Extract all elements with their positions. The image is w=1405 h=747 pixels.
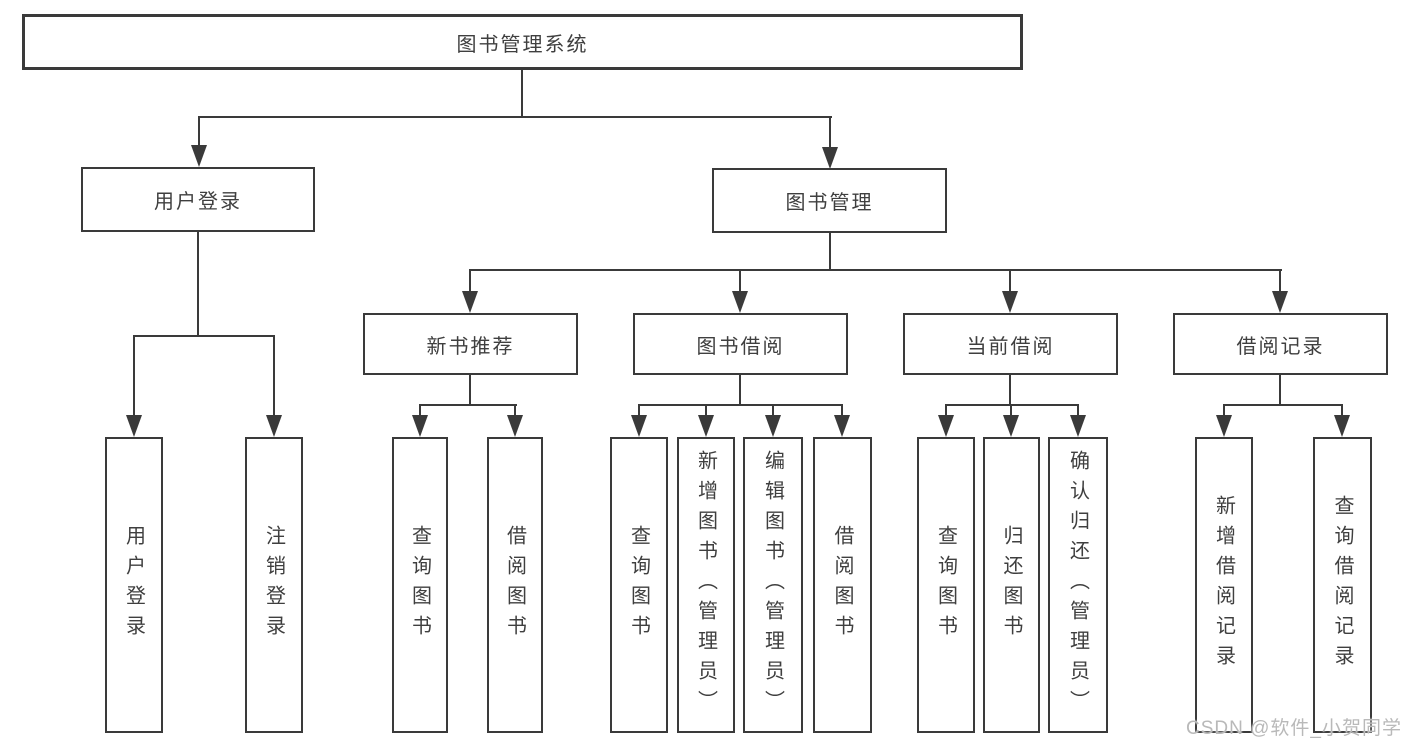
connector-line	[638, 405, 640, 417]
connector-line	[521, 68, 523, 117]
connector-line	[705, 405, 707, 417]
node-library-management-system: 图书管理系统	[22, 14, 1023, 70]
connector-line	[419, 404, 517, 406]
connector-line	[841, 405, 843, 417]
connector-line	[945, 405, 947, 417]
leaf-borrow-books: 借阅图书	[813, 437, 872, 733]
leaf-borrow-books: 借阅图书	[487, 437, 543, 733]
leaf-add-borrow-record: 新增借阅记录	[1195, 437, 1253, 733]
connector-line	[945, 404, 1079, 406]
arrow-down-icon	[765, 415, 781, 437]
leaf-add-books-admin: 新增图书（管理员）	[677, 437, 735, 733]
leaf-logout: 注销登录	[245, 437, 303, 733]
connector-line	[1010, 405, 1012, 417]
node-borrow-record: 借阅记录	[1173, 313, 1388, 375]
leaf-query-books: 查询图书	[392, 437, 448, 733]
connector-line	[469, 269, 1282, 271]
connector-line	[638, 404, 843, 406]
arrow-down-icon	[266, 415, 282, 437]
leaf-label: 用户登录	[122, 525, 145, 645]
node-label: 当前借阅	[966, 335, 1055, 358]
leaf-label: 编辑图书（管理员）	[761, 450, 784, 720]
watermark: CSDN @软件_小贺同学	[1186, 718, 1402, 739]
connector-line	[198, 116, 832, 118]
node-label: 新书推荐	[426, 335, 515, 358]
arrow-down-icon	[191, 145, 207, 167]
leaf-label: 归还图书	[1000, 525, 1022, 645]
connector-line	[133, 336, 135, 417]
leaf-label: 新增借阅记录	[1212, 495, 1235, 675]
leaf-label: 借阅图书	[831, 525, 853, 645]
connector-line	[1223, 405, 1225, 417]
leaf-edit-books-admin: 编辑图书（管理员）	[743, 437, 803, 733]
arrow-down-icon	[834, 415, 850, 437]
connector-line	[133, 335, 275, 337]
node-label: 借阅记录	[1236, 335, 1325, 358]
connector-line	[514, 405, 516, 417]
arrow-down-icon	[507, 415, 523, 437]
connector-line	[198, 117, 200, 147]
connector-line	[739, 375, 741, 406]
connector-line	[829, 117, 831, 149]
leaf-query-borrow-record: 查询借阅记录	[1313, 437, 1372, 733]
node-new-book-recommend: 新书推荐	[363, 313, 578, 375]
connector-line	[419, 405, 421, 417]
node-label: 图书管理	[785, 192, 874, 214]
leaf-label: 确认归还（管理员）	[1066, 450, 1089, 720]
node-label: 图书管理系统	[456, 33, 589, 56]
leaf-query-books: 查询图书	[917, 437, 975, 733]
leaf-user-login: 用户登录	[105, 437, 163, 733]
arrow-down-icon	[631, 415, 647, 437]
connector-line	[1077, 405, 1079, 417]
node-current-borrow: 当前借阅	[903, 313, 1118, 375]
arrow-down-icon	[412, 415, 428, 437]
node-label: 用户登录	[154, 191, 242, 213]
arrow-down-icon	[732, 291, 748, 313]
arrow-down-icon	[1070, 415, 1086, 437]
connector-line	[1223, 404, 1343, 406]
leaf-label: 查询借阅记录	[1331, 495, 1353, 675]
node-book-borrow: 图书借阅	[633, 313, 848, 375]
connector-line	[469, 270, 471, 293]
node-label: 图书借阅	[696, 335, 785, 358]
connector-line	[829, 233, 831, 271]
arrow-down-icon	[938, 415, 954, 437]
leaf-label: 注销登录	[262, 525, 285, 645]
leaf-confirm-return-admin: 确认归还（管理员）	[1048, 437, 1108, 733]
arrow-down-icon	[126, 415, 142, 437]
arrow-down-icon	[822, 147, 838, 169]
connector-line	[1009, 270, 1011, 293]
arrow-down-icon	[1002, 291, 1018, 313]
arrow-down-icon	[1216, 415, 1232, 437]
connector-line	[739, 270, 741, 293]
connector-line	[1341, 405, 1343, 417]
connector-line	[469, 375, 471, 406]
leaf-label: 查询图书	[408, 525, 431, 645]
connector-line	[273, 336, 275, 417]
arrow-down-icon	[1003, 415, 1019, 437]
leaf-return-books: 归还图书	[983, 437, 1040, 733]
connector-line	[1009, 375, 1011, 406]
node-user-login: 用户登录	[81, 167, 315, 232]
leaf-label: 查询图书	[627, 525, 650, 645]
arrow-down-icon	[1334, 415, 1350, 437]
node-book-management: 图书管理	[712, 168, 947, 233]
connector-line	[1279, 375, 1281, 406]
arrow-down-icon	[462, 291, 478, 313]
leaf-label: 查询图书	[934, 525, 957, 645]
connector-line	[1279, 270, 1281, 293]
leaf-label: 新增图书（管理员）	[694, 450, 717, 720]
connector-line	[772, 405, 774, 417]
leaf-query-books: 查询图书	[610, 437, 668, 733]
connector-line	[197, 232, 199, 336]
arrow-down-icon	[1272, 291, 1288, 313]
leaf-label: 借阅图书	[503, 525, 526, 645]
arrow-down-icon	[698, 415, 714, 437]
